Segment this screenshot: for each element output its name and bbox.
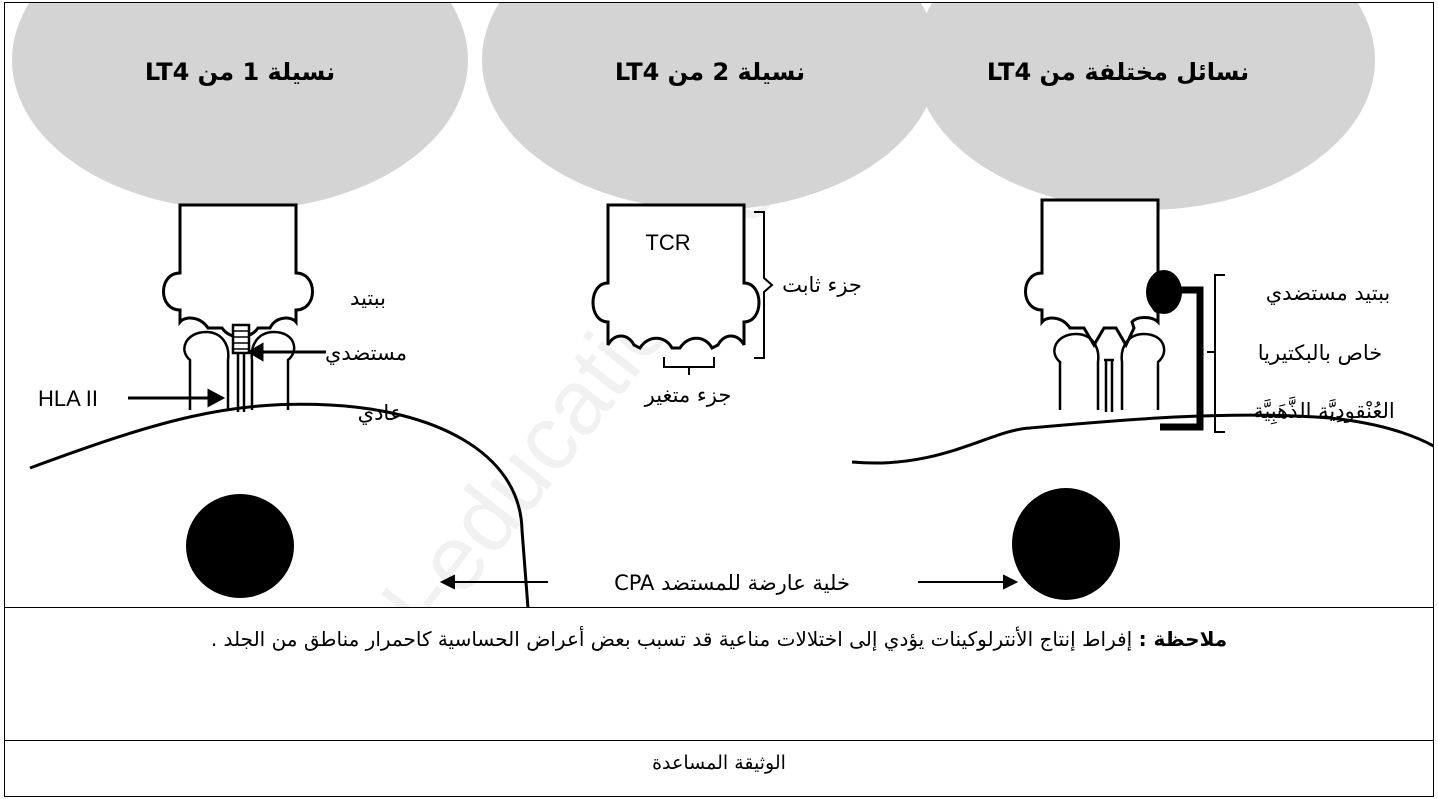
arrow-hla [128,388,226,408]
clone-2-title: نسيلة 2 من LT4 [615,58,805,86]
peptide-label-2: مستضدي [325,341,407,365]
clone-3-title: نسائل مختلفة من LT4 [987,58,1249,86]
cpa-membrane-left [29,402,530,608]
tcr-receptor-3 [1024,198,1160,349]
nucleus-left [186,494,294,598]
variable-part-label: جزء متغير [644,383,732,407]
constant-bracket [754,211,774,359]
arrow-peptide [247,342,326,362]
peptide-label-3: عادي [358,401,403,425]
cpa-membrane-right [851,413,1433,465]
bacterial-peptide-head [1146,270,1182,314]
hla-label: HLA II [38,386,98,411]
lt4-cell-2 [482,3,938,210]
cpa-arrows [439,574,1019,590]
note-label: ملاحظة : [1138,627,1228,651]
lt4-cell-3 [915,3,1375,210]
immune-diagram: l-education.com/exa [12,3,1433,608]
note-text: إفراط إنتاج الأنترلوكينات يؤدي إلى اختلا… [210,627,1139,651]
lt4-cell-1 [12,3,468,210]
peptide-label-1: ببتيد [350,286,386,310]
note-paragraph: ملاحظة : إفراط إنتاج الأنترلوكينات يؤدي … [14,618,1424,660]
tcr-receptor-2 [591,203,761,350]
cpa-label: خلية عارضة للمستضد CPA [614,571,850,595]
constant-part-label: جزء ثابت [782,273,862,297]
variable-bracket [663,357,715,375]
document-caption: الوثيقة المساعدة [652,752,786,774]
tcr-receptor-1 [162,203,314,339]
bacteria-label-1: ببتيد مستضدي [1266,281,1391,305]
divider-bottom [4,740,1434,741]
normal-peptide [231,323,251,355]
divider-top [4,607,1434,608]
hla-ii-3 [1053,332,1166,412]
nucleus-right [1012,488,1120,600]
bacterial-peptide-arm [1160,286,1204,431]
clone-1-title: نسيلة 1 من LT4 [145,58,335,86]
tcr-label: TCR [645,230,690,255]
bacteria-label-3: العُنْقودِيَّة الذَّهَبِيَّة [1253,395,1395,424]
bacteria-bracket [1207,274,1225,433]
bacteria-label-2: خاص بالبكتيريا [1258,341,1383,365]
document-frame [4,2,1434,797]
